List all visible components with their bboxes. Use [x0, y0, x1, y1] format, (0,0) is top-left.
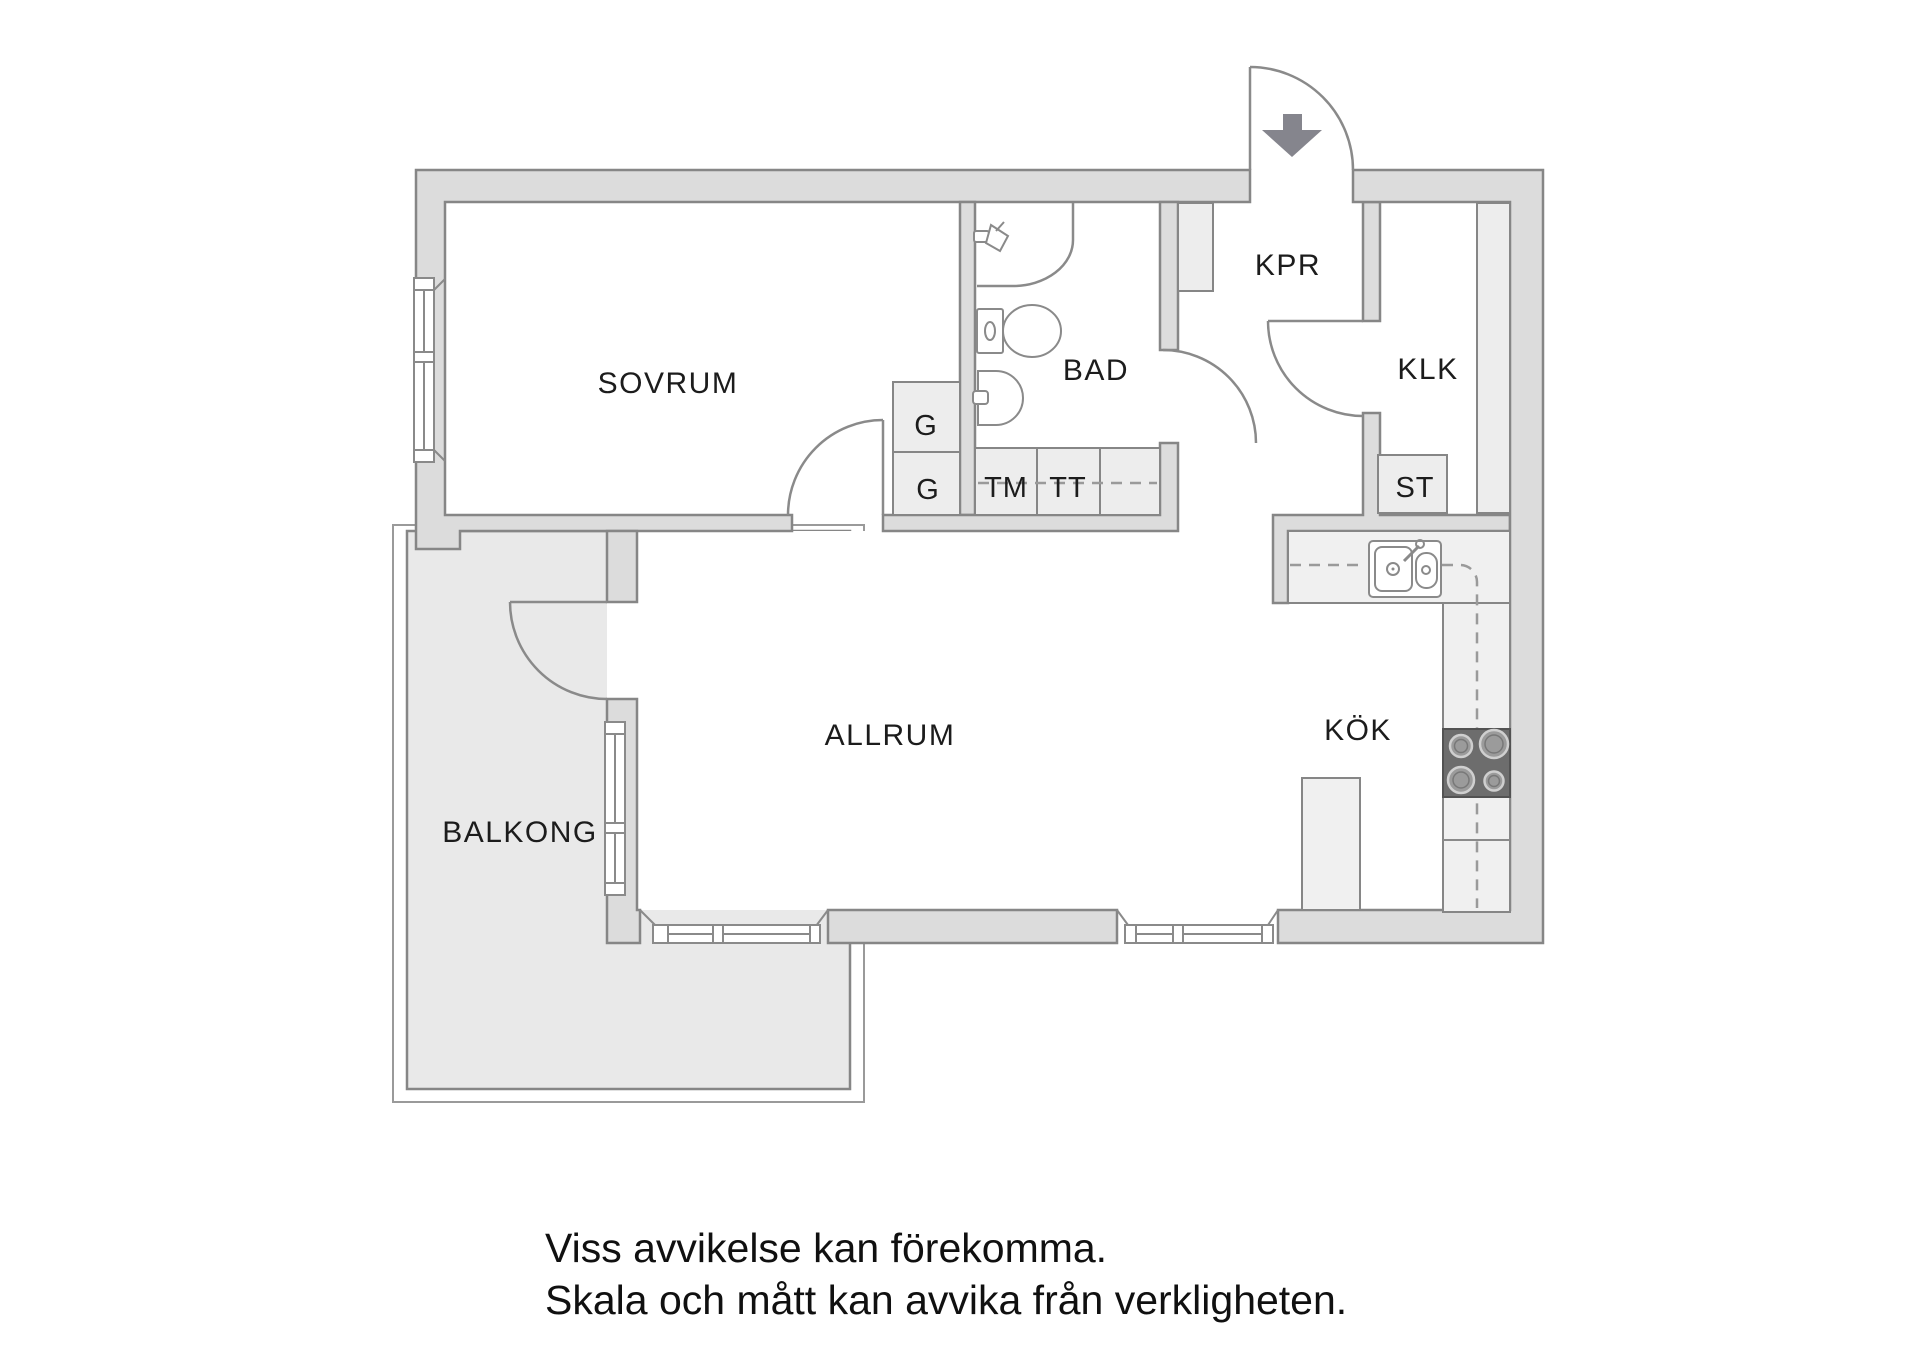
label-wardrobe-g-top: G [914, 410, 938, 442]
label-washer-tm: TM [984, 472, 1028, 504]
label-wardrobe-g-bottom: G [916, 474, 940, 506]
window-south-left [639, 909, 829, 944]
disclaimer-line-1: Viss avvikelse kan förekomma. [545, 1225, 1108, 1271]
shower-icon [973, 221, 1010, 253]
utility-counter [1099, 447, 1161, 516]
kitchen-peninsula [1301, 777, 1361, 911]
bathroom-sink-icon [972, 370, 1024, 426]
wall-south-middle [826, 908, 1119, 945]
window-south-right [1116, 909, 1279, 944]
bathroom-fixtures [972, 203, 1075, 426]
room-label-bad: BAD [1063, 354, 1129, 387]
kitchen-sink-icon [1368, 539, 1442, 598]
wall-north-west [414, 168, 1252, 551]
stove-icon [1442, 728, 1511, 798]
kpr-shelf [1177, 202, 1214, 292]
window-allrum-west [604, 721, 626, 896]
room-label-allrum: ALLRUM [825, 719, 956, 752]
label-st-closet: ST [1395, 472, 1434, 504]
balcony-door-icon [508, 600, 608, 701]
entrance-door-icon [1248, 65, 1355, 171]
disclaimer-line-2: Skala och mått kan avvika från verklighe… [545, 1277, 1348, 1323]
entrance-arrow-icon [1262, 114, 1322, 157]
wall-hall-klk-upper [1361, 200, 1382, 323]
kitchen-fittings [1287, 530, 1511, 913]
room-label-klk: KLK [1397, 353, 1458, 386]
washer-unit [974, 447, 1038, 516]
klk-door-icon [1266, 319, 1364, 418]
room-label-sovrum: SOVRUM [598, 367, 739, 400]
storage-units [892, 202, 1511, 516]
room-label-kpr: KPR [1255, 249, 1321, 282]
counter-dashed-line-right [1442, 563, 1479, 908]
bad-door-icon [1162, 348, 1258, 444]
wall-bad-east-upper [1158, 200, 1180, 352]
room-labels: SOVRUM BAD KPR KLK ALLRUM KÖK BALKONG G … [442, 249, 1458, 849]
st-closet [1377, 454, 1448, 514]
klk-wardrobe [1476, 202, 1511, 514]
dryer-unit [1036, 447, 1101, 516]
doors [508, 65, 1364, 701]
wardrobe-g-bottom [892, 451, 961, 516]
shower-screen [977, 203, 1075, 288]
toilet-icon [976, 304, 1062, 358]
wall-sovrum-bad [958, 200, 977, 517]
room-label-kok: KÖK [1324, 714, 1392, 747]
sovrum-door-icon [786, 418, 885, 516]
room-label-balkong: BALKONG [442, 816, 598, 849]
disclaimer-text: Viss avvikelse kan förekomma. Skala och … [545, 1222, 1347, 1326]
label-dryer-tt: TT [1049, 472, 1086, 504]
walls [414, 168, 1545, 945]
sovrum-floor [445, 202, 960, 515]
wardrobe-g-top [892, 381, 961, 453]
wall-allrum-west-upper [605, 529, 639, 604]
window-sovrum-west [413, 277, 446, 463]
